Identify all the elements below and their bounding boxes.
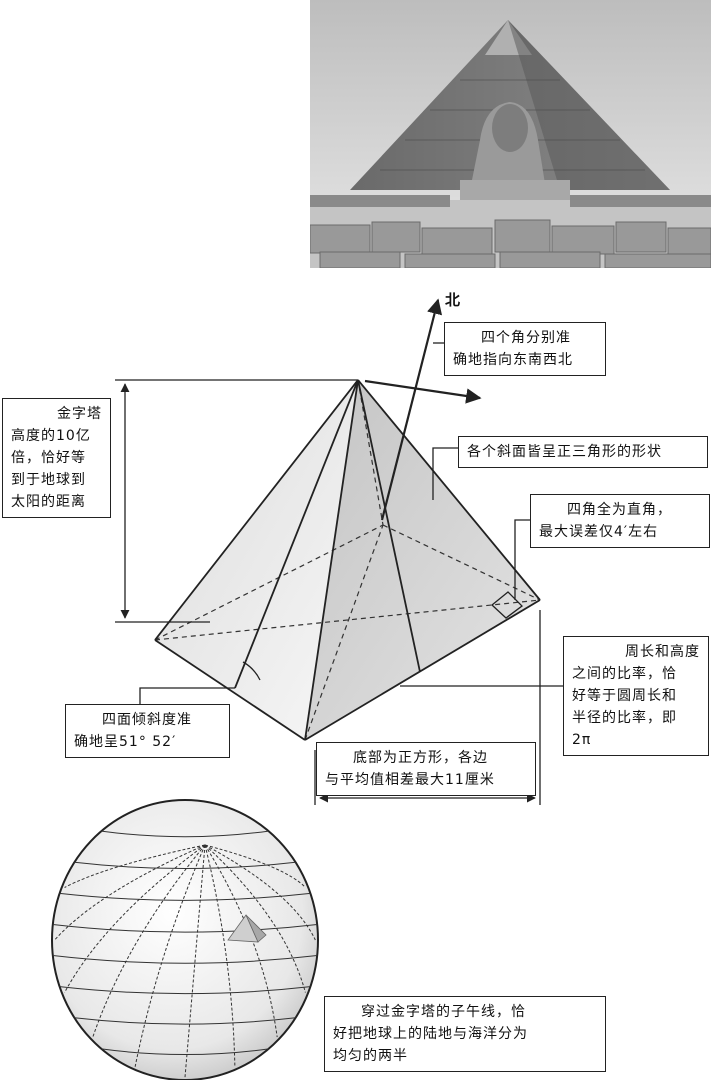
base-dimension <box>314 610 541 805</box>
height-dimension <box>115 379 358 623</box>
globe-meridian <box>64 844 206 888</box>
globe-parallel <box>74 861 296 870</box>
globe-parallel <box>101 1048 269 1056</box>
globe-parallel <box>59 986 311 995</box>
globe-meridian <box>54 844 206 941</box>
globe-parallel <box>101 830 269 838</box>
globe-meridian <box>204 844 316 941</box>
callout-height: 金字塔 高度的10亿 倍，恰好等 到于地球到 太阳的距离 <box>2 398 111 518</box>
north-arrow <box>380 298 443 521</box>
right-angle-marker <box>491 591 523 619</box>
globe-pyramid-marker <box>227 914 267 943</box>
callout-slope: 四面倾斜度准 确地呈51° 52′ <box>65 704 230 758</box>
callout-right-angles: 四角全为直角， 最大误差仅4′左右 <box>530 494 710 548</box>
pyramid-face-front-right <box>305 380 540 740</box>
callout-ratio: 周长和高度 之间的比率，恰 好等于圆周长和 半径的比率，即 2π <box>563 636 709 756</box>
pyramid-face-front-left <box>155 380 358 740</box>
globe-meridian <box>204 844 306 993</box>
east-arrow <box>364 379 482 404</box>
slope-angle-arc <box>242 661 261 681</box>
north-label: 北 <box>445 291 461 309</box>
globe-meridian <box>204 844 236 1067</box>
callout-faces: 各个斜面皆呈正三角形的形状 <box>458 436 708 468</box>
globe-meridian <box>184 844 206 1078</box>
globe-parallel <box>52 923 318 933</box>
callout-meridian: 穿过金字塔的子午线，恰 好把地球上的陆地与海洋分为 均匀的两半 <box>324 996 606 1072</box>
pyramid-sphinx-photo <box>310 0 711 268</box>
globe-meridian <box>64 844 206 993</box>
callout-orientation: 四个角分别准 确地指向东南西北 <box>444 322 606 376</box>
globe-meridian <box>92 844 206 1038</box>
pyramid <box>154 379 541 741</box>
globe-parallel <box>59 892 311 901</box>
globe-parallel <box>74 1017 296 1025</box>
globe <box>51 799 319 1080</box>
leader-lines <box>139 342 565 705</box>
globe-meridian <box>204 844 306 888</box>
callout-base: 底部为正方形，各边 与平均值相差最大11厘米 <box>316 742 536 796</box>
